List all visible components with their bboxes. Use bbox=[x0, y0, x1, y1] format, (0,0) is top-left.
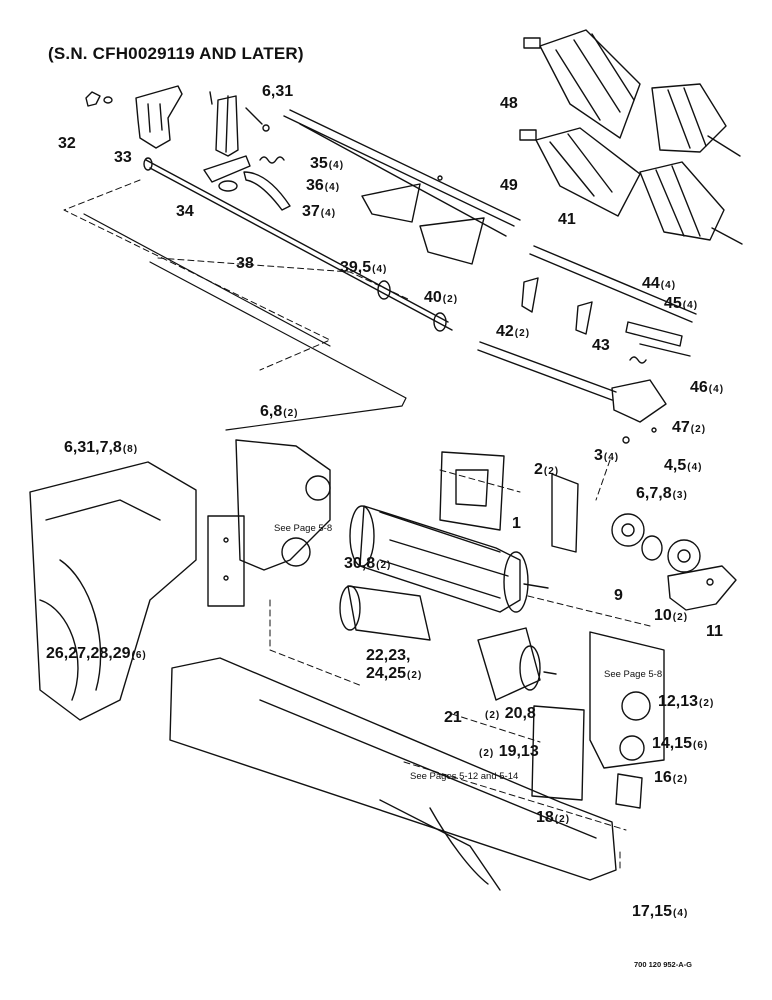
callout-47: 47(2) bbox=[672, 419, 707, 436]
roller-49 bbox=[519, 127, 641, 217]
callout-40: 40(2) bbox=[424, 289, 459, 306]
callout-4-5: 4,5(4) bbox=[664, 457, 703, 474]
see-page-note-left: See Page 5-8 bbox=[274, 523, 333, 534]
pin-3 bbox=[622, 436, 630, 444]
link-44-45 bbox=[625, 321, 691, 357]
rod-41 bbox=[529, 245, 697, 323]
callout-19-13: (2) 19,13 bbox=[479, 743, 539, 760]
callout-44: 44(4) bbox=[642, 275, 677, 292]
arm-34 bbox=[203, 155, 251, 192]
lever-6-31 bbox=[209, 91, 270, 157]
bracket-42b bbox=[575, 301, 593, 335]
callout-32: 32 bbox=[58, 135, 76, 152]
callout-14-15: 14,15(6) bbox=[652, 735, 709, 752]
roller-detail-lower bbox=[639, 161, 743, 245]
bracket-32 bbox=[85, 91, 113, 107]
shields-40 bbox=[361, 183, 485, 265]
callout-42: 42(2) bbox=[496, 323, 531, 340]
callout-46: 46(4) bbox=[690, 379, 725, 396]
see-page-note-right: See Page 5-8 bbox=[604, 669, 663, 680]
frame-guide bbox=[83, 213, 331, 347]
callout-6-7-8: 6,7,8(3) bbox=[636, 485, 688, 502]
drawing-number: 700 120 952-A-G bbox=[634, 960, 692, 969]
link-43 bbox=[611, 356, 667, 423]
mount-leaders bbox=[269, 599, 627, 871]
plate-18 bbox=[531, 705, 585, 801]
roller-21 bbox=[339, 585, 557, 701]
spring-36 bbox=[259, 156, 285, 164]
callout-30-8: 30,8(2) bbox=[344, 555, 392, 572]
page-title: (S.N. CFH0029119 AND LATER) bbox=[48, 44, 304, 63]
callout-49: 49 bbox=[500, 177, 518, 194]
bolt-4 bbox=[651, 427, 657, 433]
callout-24-25: 24,25(2) bbox=[366, 665, 423, 682]
roller-48 bbox=[523, 29, 641, 139]
callout-33: 33 bbox=[114, 149, 132, 166]
callout-17-15: 17,15(4) bbox=[632, 903, 689, 920]
roller-detail-upper bbox=[651, 83, 741, 157]
callout-9: 9 bbox=[614, 587, 623, 604]
callout-16: 16(2) bbox=[654, 769, 689, 786]
callout-12-13: 12,13(2) bbox=[658, 693, 715, 710]
bracket-16 bbox=[615, 773, 643, 809]
callout-18: 18(2) bbox=[536, 809, 571, 826]
baffle-plate bbox=[439, 451, 505, 531]
callout-21: 21 bbox=[444, 709, 462, 726]
rod-38 bbox=[143, 157, 453, 332]
upper-rods bbox=[283, 109, 521, 237]
callout-20-8: (2) 20,8 bbox=[485, 705, 536, 722]
callout-34: 34 bbox=[176, 203, 194, 220]
clip-37 bbox=[243, 171, 291, 211]
bracket-42a bbox=[521, 277, 539, 313]
callout-22-23: 22,23, bbox=[366, 647, 411, 664]
callout-48: 48 bbox=[500, 95, 518, 112]
bearing-housing-right bbox=[589, 631, 665, 769]
roller-1 bbox=[349, 505, 549, 613]
callout-43: 43 bbox=[592, 337, 610, 354]
callout-35: 35(4) bbox=[310, 155, 345, 172]
flange-bearing-9-10 bbox=[611, 513, 701, 573]
callout-6-8: 6,8(2) bbox=[260, 403, 299, 420]
callout-26-29: 26,27,28,29(6) bbox=[46, 645, 147, 662]
callout-10: 10(2) bbox=[654, 607, 689, 624]
frame-guide-2 bbox=[149, 261, 407, 431]
callout-41: 41 bbox=[558, 211, 576, 228]
callout-1: 1 bbox=[512, 515, 521, 532]
lower-frame bbox=[169, 657, 617, 891]
callout-37: 37(4) bbox=[302, 203, 337, 220]
bracket-11 bbox=[667, 565, 737, 611]
rod-lower bbox=[477, 341, 617, 401]
callout-36: 36(4) bbox=[306, 177, 341, 194]
callout-6-31: 6,31 bbox=[262, 83, 294, 100]
bearing-housing-left bbox=[235, 439, 331, 571]
callout-2: 2(2) bbox=[534, 461, 560, 478]
side-frame-left bbox=[29, 461, 197, 721]
callout-45: 45(4) bbox=[664, 295, 699, 312]
callout-39-5: 39,5(4) bbox=[340, 259, 388, 276]
callout-3: 3(4) bbox=[594, 447, 620, 464]
callout-38: 38 bbox=[236, 255, 254, 272]
support-plate-33 bbox=[135, 85, 183, 149]
callout-6-31-7-8: 6,31,7,8(8) bbox=[64, 439, 139, 456]
see-pages-note: See Pages 5-12 and 5-14 bbox=[410, 771, 519, 782]
end-plate-2 bbox=[551, 473, 579, 553]
pin-39 bbox=[437, 175, 443, 181]
callout-11: 11 bbox=[706, 623, 723, 640]
